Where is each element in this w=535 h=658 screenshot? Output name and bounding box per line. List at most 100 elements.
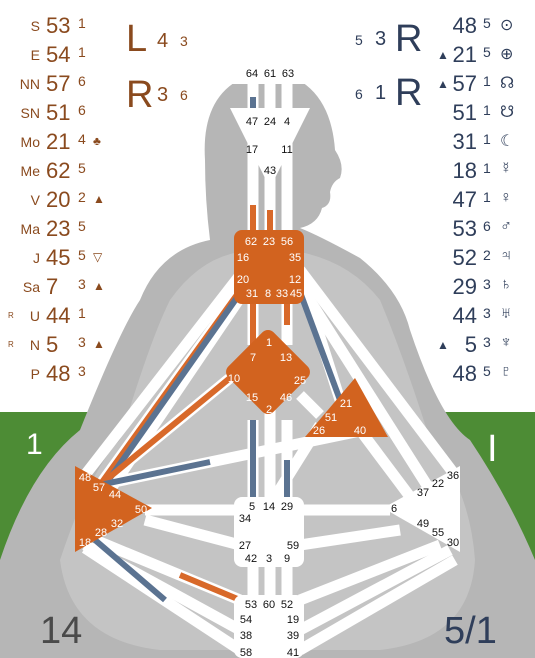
profile-left-number: 14 bbox=[40, 610, 83, 652]
gate-label: 47 bbox=[246, 116, 258, 128]
gate-label: 48 bbox=[79, 472, 91, 484]
gate-label: 52 bbox=[281, 599, 293, 611]
left-bottom-variable: R bbox=[126, 74, 154, 116]
gate-label: 33 bbox=[276, 288, 288, 300]
design-planet-icon: ☾ bbox=[500, 133, 515, 150]
personality-planet-label: J bbox=[33, 250, 40, 266]
gate-label: 5 bbox=[249, 501, 255, 513]
gate-labels: 64 61 63 47 24 4 17 11 43 bbox=[246, 68, 294, 177]
design-gate: 5 bbox=[464, 332, 477, 357]
gate-label: 1 bbox=[266, 337, 272, 349]
gate-label: 53 bbox=[245, 599, 257, 611]
ajna-center bbox=[230, 108, 310, 188]
left-top-value-b: 3 bbox=[180, 33, 188, 49]
design-planet-icon: ♇ bbox=[500, 363, 512, 380]
gate-label: 22 bbox=[432, 478, 444, 490]
left-bottom-value-b: 6 bbox=[180, 87, 188, 103]
personality-gate: 7 bbox=[46, 274, 59, 299]
gate-label: 59 bbox=[287, 540, 299, 552]
design-line: 3 bbox=[483, 305, 491, 321]
gate-label: 63 bbox=[282, 68, 294, 80]
gate-label: 40 bbox=[354, 425, 366, 437]
gate-label: 39 bbox=[287, 630, 299, 642]
gate-label: 10 bbox=[228, 373, 240, 385]
design-gate: 47 bbox=[452, 187, 477, 212]
personality-planet-label: Me bbox=[20, 163, 40, 179]
gate-label: 27 bbox=[239, 540, 251, 552]
design-gate: 53 bbox=[452, 216, 477, 241]
personality-line: 1 bbox=[78, 44, 86, 60]
right-bottom-variable: R bbox=[395, 72, 423, 114]
design-line: 1 bbox=[483, 160, 491, 176]
personality-fixing-mark: ♣ bbox=[93, 134, 101, 148]
design-planet-icon: ☋ bbox=[500, 104, 515, 121]
g-center bbox=[226, 330, 310, 414]
personality-fixing-mark: ▽ bbox=[93, 250, 103, 264]
design-fixing-mark: ▲ bbox=[437, 338, 449, 352]
gate-label: 14 bbox=[263, 501, 275, 513]
gate-label: 20 bbox=[237, 274, 249, 286]
personality-gate: 45 bbox=[46, 245, 71, 270]
personality-gate: 44 bbox=[46, 303, 71, 328]
personality-planet-label: NN bbox=[19, 76, 40, 92]
gate-label: 34 bbox=[239, 513, 251, 525]
design-fixing-mark: ▲ bbox=[437, 77, 449, 91]
design-gate: 52 bbox=[452, 245, 477, 270]
gate-label: 58 bbox=[240, 647, 252, 658]
personality-line: 3 bbox=[78, 276, 86, 292]
design-line: 2 bbox=[483, 247, 491, 263]
gate-label: 28 bbox=[95, 527, 107, 539]
design-gate: 48 bbox=[452, 13, 477, 38]
personality-line: 6 bbox=[78, 102, 86, 118]
design-gate: 21 bbox=[452, 42, 477, 67]
personality-fixing-mark: ▲ bbox=[93, 279, 105, 293]
profile-right-number: 5/1 bbox=[444, 610, 497, 652]
personality-planet-label: E bbox=[30, 47, 40, 63]
gate-label: 19 bbox=[287, 614, 299, 626]
personality-gate: 62 bbox=[46, 158, 71, 183]
gate-label: 36 bbox=[447, 470, 459, 482]
personality-line: 6 bbox=[78, 73, 86, 89]
personality-line: 5 bbox=[78, 218, 86, 234]
left-bottom-value-a: 3 bbox=[157, 84, 169, 106]
design-line: 3 bbox=[483, 276, 491, 292]
gate-labels-lower: 5 14 29 34 27 59 42 3 9 36 22 37 6 49 55… bbox=[239, 470, 459, 658]
design-planet-icon: ⊕ bbox=[500, 46, 514, 63]
gate-label: 16 bbox=[237, 252, 249, 264]
gate-label: 41 bbox=[287, 647, 299, 658]
design-planet-icon: ⊙ bbox=[500, 17, 514, 34]
design-line: 5 bbox=[483, 363, 491, 379]
spleen-center bbox=[75, 466, 152, 552]
personality-gate: 23 bbox=[46, 216, 71, 241]
design-line: 1 bbox=[483, 189, 491, 205]
gate-label: 12 bbox=[289, 274, 301, 286]
right-top-variable: R bbox=[395, 18, 423, 60]
gate-label: 15 bbox=[246, 392, 258, 404]
right-top-value-a: 5 bbox=[355, 32, 363, 48]
personality-line: 4 bbox=[78, 131, 86, 147]
gate-label: 42 bbox=[245, 553, 257, 565]
design-fixing-mark: ▲ bbox=[437, 48, 449, 62]
personality-planet-label: P bbox=[30, 366, 40, 382]
root-center bbox=[234, 595, 304, 658]
design-planet-icon: ☊ bbox=[500, 75, 515, 92]
personality-line: 5 bbox=[78, 160, 86, 176]
design-gate: 57 bbox=[452, 71, 477, 96]
gate-label: 21 bbox=[340, 398, 352, 410]
